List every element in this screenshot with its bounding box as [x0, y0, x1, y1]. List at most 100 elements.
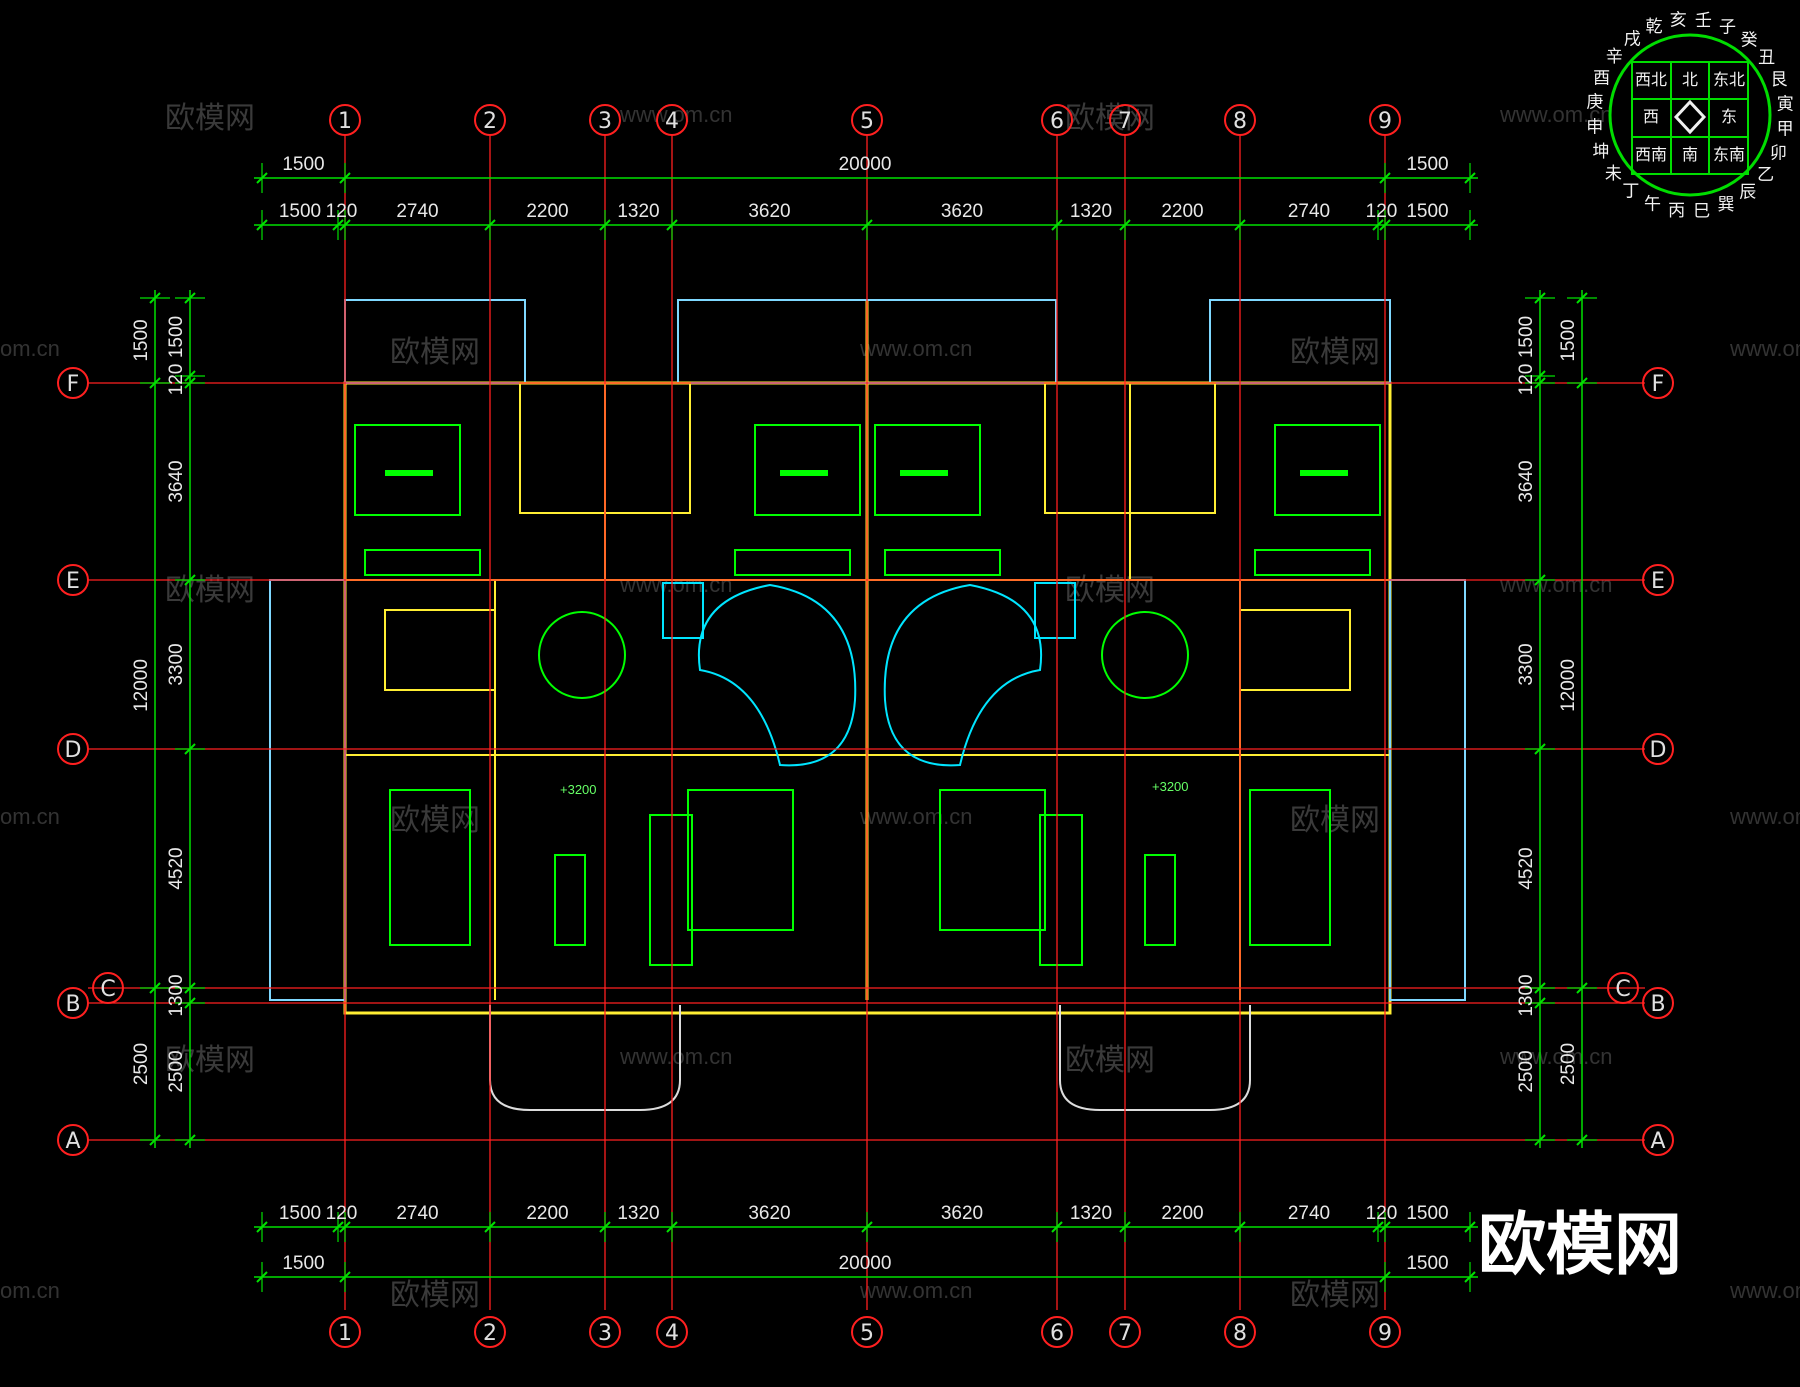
compass-ring-character: 丁	[1622, 182, 1639, 202]
compass-ring-character: 辛	[1606, 47, 1623, 67]
axis-bubble	[589, 1316, 621, 1348]
axis-bubble	[1642, 987, 1674, 1019]
compass-bagua: 西北北东北西东西南南东南 壬子癸丑艮寅甲卯乙辰巽巳丙午丁未坤申庚酉辛戌乾亥	[1586, 11, 1794, 222]
dimension-tick	[1372, 219, 1384, 231]
brand-logo-text: 欧模网	[1478, 1206, 1682, 1285]
axis-bubble	[1041, 1316, 1073, 1348]
dimension-value: 2200	[1161, 201, 1203, 222]
compass-ring-character: 子	[1719, 18, 1736, 38]
dimension-tick	[184, 982, 196, 994]
dimension-tick	[1051, 1221, 1063, 1233]
column-axis-label: 3	[598, 109, 612, 134]
dimension-value: 2200	[1161, 1203, 1203, 1224]
dimension-tick	[184, 997, 196, 1009]
dimension-tick	[149, 1134, 161, 1146]
axis-bubble	[656, 1316, 688, 1348]
dimension-value: 20000	[839, 154, 892, 175]
axis-bubble	[57, 987, 89, 1019]
dimension-tick	[332, 1221, 344, 1233]
dimension-tick	[1534, 982, 1546, 994]
row-axis-label: B	[65, 992, 80, 1017]
axis-bubble	[1041, 104, 1073, 136]
axis-bubble	[474, 1316, 506, 1348]
dimension-value: 3620	[941, 201, 983, 222]
dimension-value: 120	[1366, 201, 1398, 222]
watermark-url: www.om.cn	[1499, 1044, 1612, 1069]
axis-bubble	[1607, 972, 1639, 1004]
watermark-url: www.om.cn	[1729, 1278, 1800, 1303]
dimension-tick	[1119, 1221, 1131, 1233]
watermark-url: www.om.cn	[859, 336, 972, 361]
watermark-url: www.om.cn	[1499, 572, 1612, 597]
axis-bubble	[474, 104, 506, 136]
dimension-tick	[256, 1221, 268, 1233]
dimension-value: 2500	[1516, 1050, 1537, 1092]
row-axis-label: C	[100, 977, 115, 1002]
compass-ring-character: 丑	[1758, 48, 1775, 68]
column-axis-label: 9	[1378, 109, 1392, 134]
dimension-value: 4520	[166, 847, 187, 889]
column-axis-label: 8	[1233, 109, 1247, 134]
column-axis-label: 9	[1378, 1321, 1392, 1346]
dimension-tick	[149, 292, 161, 304]
compass-ring-character: 乙	[1757, 165, 1774, 185]
dimension-value: 2740	[396, 201, 438, 222]
dimension-value: 3620	[748, 201, 790, 222]
column-axis-label: 8	[1233, 1321, 1247, 1346]
compass-ring-character: 巳	[1693, 201, 1710, 221]
compass-ring-character: 寅	[1777, 94, 1794, 114]
elevation-mark: +3200	[560, 782, 597, 797]
dimension-tick	[256, 1271, 268, 1283]
axis-bubble	[57, 733, 89, 765]
dimension-value: 20000	[839, 1253, 892, 1274]
dimension-value: 120	[326, 1203, 358, 1224]
row-axis-label: C	[1615, 977, 1630, 1002]
staircases	[389, 582, 1331, 946]
dimension-tick	[184, 743, 196, 755]
dimension-value: 1320	[617, 1203, 659, 1224]
compass-direction-label: 西北	[1635, 70, 1667, 89]
dimension-value: 3620	[941, 1203, 983, 1224]
dimension-tick	[1534, 997, 1546, 1009]
dimension-value: 3640	[1516, 460, 1537, 502]
compass-center-icon	[1673, 99, 1707, 135]
dimension-tick	[666, 1221, 678, 1233]
dimension-tick	[1534, 292, 1546, 304]
compass-grid	[1631, 61, 1749, 175]
dimension-value: 1500	[279, 1203, 321, 1224]
axis-bubble	[57, 367, 89, 399]
column-axis-label: 3	[598, 1321, 612, 1346]
axis-bubble	[1369, 104, 1401, 136]
dimension-value: 120	[326, 201, 358, 222]
row-axis-label: E	[66, 569, 80, 594]
compass-ring-character: 酉	[1593, 68, 1610, 88]
dimension-value: 3300	[1516, 643, 1537, 685]
dimension-value: 1300	[166, 974, 187, 1016]
watermark-brand: 欧模网	[390, 803, 480, 838]
axis-bubble	[1642, 1124, 1674, 1156]
axis-bubble	[1642, 367, 1674, 399]
dimension-tick	[1234, 219, 1246, 231]
column-axis-label: 4	[665, 109, 679, 134]
dimension-value: 2740	[1288, 201, 1330, 222]
compass-ring-character: 申	[1586, 118, 1603, 138]
dimension-value: 1500	[131, 319, 152, 361]
compass-direction-label: 南	[1682, 145, 1698, 164]
compass-ring-character: 癸	[1741, 30, 1758, 50]
watermark-brand: 欧模网	[165, 101, 255, 136]
row-axis-label: B	[1650, 992, 1665, 1017]
dimension-tick	[1464, 1221, 1476, 1233]
dimension-value: 1500	[1406, 201, 1448, 222]
row-axis-label: F	[1652, 372, 1665, 397]
dimension-tick	[1119, 219, 1131, 231]
watermark-url: www.om.cn	[1729, 804, 1800, 829]
dimension-tick	[1576, 982, 1588, 994]
watermark-url: www.om.cn	[619, 572, 732, 597]
watermark-url: www.om.cn	[619, 1044, 732, 1069]
compass-ring-character: 辰	[1739, 183, 1756, 203]
dimension-value: 2740	[1288, 1203, 1330, 1224]
dimension-tick	[184, 377, 196, 389]
dimension-value: 2500	[166, 1050, 187, 1092]
dimension-value: 3620	[748, 1203, 790, 1224]
dimension-value: 1500	[1516, 316, 1537, 358]
